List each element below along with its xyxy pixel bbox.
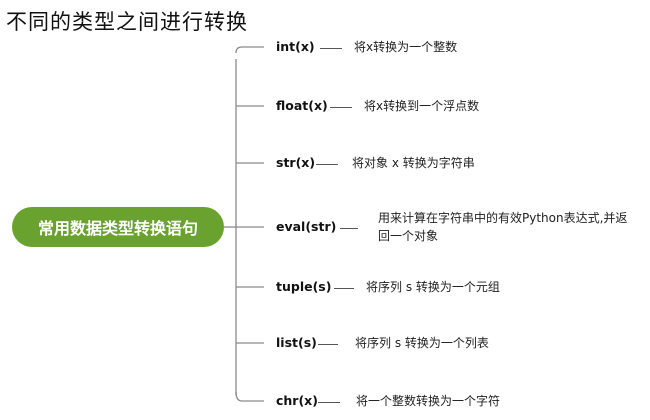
function-description: 将序列 s 转换为一个元组 [366,280,500,294]
root-node: 常用数据类型转换语句 [12,207,224,247]
separator-line [340,228,358,229]
separator-line [318,344,338,345]
function-name: float(x) [276,98,328,113]
separator-line [320,48,342,49]
separator-line [316,164,338,165]
function-description: 将一个整数转换为一个字符 [356,394,501,408]
function-description: 将x转换为一个整数 [354,40,458,54]
function-name: str(x) [276,155,316,170]
function-name: list(s) [276,335,317,350]
function-name: eval(str) [276,219,337,234]
function-name: int(x) [276,39,315,54]
separator-line [330,107,352,108]
function-description: 将对象 x 转换为字符串 [352,156,475,170]
separator-line [334,288,354,289]
root-label: 常用数据类型转换语句 [37,219,198,238]
function-description: 将序列 s 转换为一个列表 [355,336,489,350]
connector-int [235,46,264,54]
function-description: 用来计算在字符串中的有效Python表达式,并返回一个对象 [378,211,628,243]
separator-line [318,402,340,403]
page-title: 不同的类型之间进行转换 [6,10,248,34]
function-name: chr(x) [276,393,318,408]
function-name: tuple(s) [276,279,332,294]
function-description: 将x转换到一个浮点数 [364,99,480,113]
connector-chr [235,391,264,402]
